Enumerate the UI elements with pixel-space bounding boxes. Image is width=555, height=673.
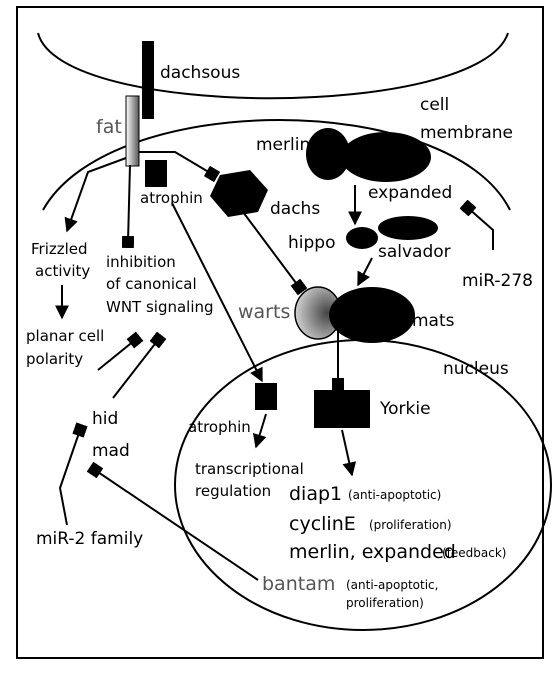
- label-frizzled-1: Frizzled: [31, 240, 88, 258]
- label-atrophin-nucleus: atrophin: [188, 418, 251, 436]
- atrophin-nucleus-box: [255, 383, 277, 410]
- lower-cell-membrane: [42, 119, 511, 211]
- salvador-ellipse: [378, 216, 438, 240]
- label-merlin: merlin: [256, 135, 310, 155]
- bantam-to-mad-link: [86, 461, 259, 581]
- label-planar-1: planar cell: [26, 327, 104, 345]
- label-mad: mad: [92, 441, 130, 461]
- fat-bar: [125, 95, 140, 167]
- label-mir278: miR-278: [462, 271, 533, 291]
- label-transcriptional-1: transcriptional: [195, 460, 304, 478]
- label-warts: warts: [238, 301, 290, 323]
- hid-to-inhibition-link: [112, 331, 167, 399]
- label-cycline: cyclinE: [289, 513, 356, 535]
- label-mir2: miR-2 family: [36, 529, 143, 549]
- atrophin-to-nucleus-arrow: [171, 202, 263, 383]
- label-mats: mats: [412, 311, 455, 331]
- label-bantam-note-2: proliferation): [346, 596, 424, 610]
- atrophin-top-box: [145, 160, 167, 187]
- label-merlin-expanded: merlin, expanded: [289, 541, 456, 563]
- atrophin-to-transcription-arrow: [252, 413, 267, 449]
- label-salvador: salvador: [378, 242, 451, 262]
- expanded-ellipse: [341, 132, 431, 182]
- fat-to-inhibition-link: [121, 164, 135, 249]
- label-cell: cell: [420, 95, 449, 115]
- label-membrane: membrane: [420, 123, 513, 143]
- label-frizzled-2: activity: [35, 262, 90, 280]
- yorkie-box: [314, 390, 370, 428]
- label-hid: hid: [92, 409, 118, 429]
- salvador-to-mats-arrow: [357, 257, 373, 287]
- frame-border: [16, 6, 544, 659]
- fat-to-frizzled-arrow: [64, 157, 127, 233]
- dachs-hexagon: [210, 170, 268, 217]
- label-cycline-note: (proliferation): [369, 518, 452, 532]
- upper-cell-membrane: [37, 32, 509, 100]
- label-dachsous: dachsous: [160, 63, 240, 83]
- yorkie-to-targets-arrow: [341, 429, 357, 477]
- dachs-to-warts-link: [242, 211, 308, 296]
- hippo-ellipse: [346, 227, 378, 249]
- label-fat: fat: [96, 116, 122, 138]
- hid-to-planar-link: [97, 331, 144, 371]
- label-transcriptional-2: regulation: [195, 482, 271, 500]
- label-diap1-note: (anti-apoptotic): [348, 488, 441, 502]
- fat-to-dachs-link: [139, 151, 221, 183]
- label-inhibition-1: inhibition: [106, 253, 176, 271]
- mir2-to-hid-link: [58, 422, 88, 526]
- mats-ellipse: [329, 287, 415, 343]
- label-bantam: bantam: [262, 573, 335, 595]
- label-diap1: diap1: [289, 483, 342, 505]
- label-atrophin-top: atrophin: [140, 189, 203, 207]
- label-inhibition-2: of canonical: [106, 275, 197, 293]
- mir278-to-expanded-link: [459, 199, 494, 250]
- label-expanded: expanded: [368, 183, 452, 203]
- dachsous-bar: [142, 41, 154, 119]
- label-bantam-note-1: (anti-apoptotic,: [346, 578, 438, 592]
- label-planar-2: polarity: [26, 350, 83, 368]
- label-inhibition-3: WNT signaling: [106, 298, 214, 316]
- label-yorkie: Yorkie: [379, 399, 431, 419]
- label-nucleus: nucleus: [443, 359, 509, 379]
- label-merlin-expanded-note: (feedback): [442, 546, 507, 560]
- label-hippo: hippo: [288, 233, 335, 253]
- merlin-ellipse: [306, 128, 350, 180]
- label-dachs: dachs: [270, 199, 320, 219]
